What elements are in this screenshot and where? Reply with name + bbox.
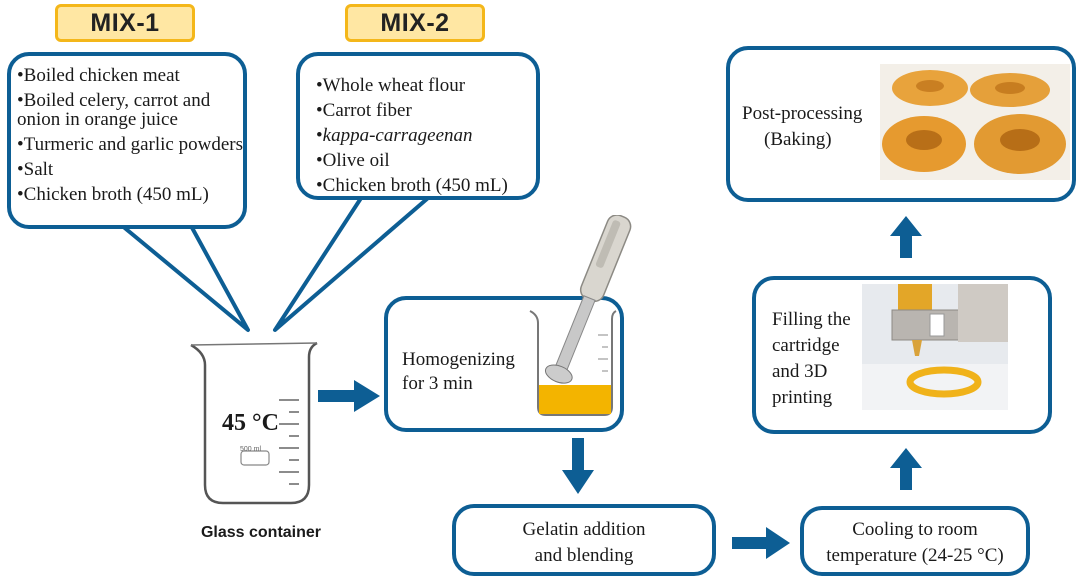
beaker-volume-mark: 500 ml — [240, 446, 262, 453]
arrow-up-icon — [890, 448, 922, 490]
cooling-step-box: Cooling to room temperature (24-25 °C) — [800, 506, 1030, 576]
mix1-item: Salt — [17, 160, 243, 179]
arrow-up-icon — [890, 216, 922, 258]
arrow-right-icon — [732, 527, 790, 559]
printing-text-line1: Filling the — [772, 309, 851, 330]
3d-printer-photo — [862, 284, 1008, 410]
glass-container-caption: Glass container — [200, 524, 322, 541]
printing-text-line4: printing — [772, 387, 833, 408]
cooling-text-line2: temperature (24-25 °C) — [826, 545, 1004, 566]
mix1-item: Chicken broth (450 mL) — [17, 185, 243, 204]
mix1-item: Boiled chicken meat — [17, 66, 243, 85]
mix1-item: Boiled celery, carrot and onion in orang… — [17, 91, 243, 129]
arrow-right-icon — [318, 380, 380, 412]
mix2-item: kappa-carrageenan — [316, 126, 536, 145]
gelatin-text-line1: Gelatin addition — [522, 519, 646, 540]
gelatin-step-box: Gelatin addition and blending — [452, 504, 716, 576]
post-processing-text-line1: Post-processing — [742, 103, 863, 124]
cooling-text-line1: Cooling to room — [852, 519, 978, 540]
mix2-item: Chicken broth (450 mL) — [316, 176, 536, 195]
glass-beaker-illustration — [190, 341, 318, 505]
mix2-ingredients-box: Whole wheat flour Carrot fiber kappa-car… — [296, 52, 540, 200]
post-processing-text-line2: (Baking) — [764, 129, 832, 150]
homogenizing-text-line1: Homogenizing — [402, 349, 515, 370]
printing-text-line2: cartridge — [772, 335, 840, 356]
mix2-item: Carrot fiber — [316, 101, 536, 120]
homogenizing-text-line2: for 3 min — [402, 373, 473, 394]
beaker-temperature: 45 °C — [222, 410, 279, 436]
baked-donuts-photo — [880, 64, 1070, 180]
mix2-item: Olive oil — [316, 151, 536, 170]
blender-beaker-illustration — [529, 215, 632, 416]
mix2-label: MIX-2 — [345, 4, 485, 42]
printing-text-line3: and 3D — [772, 361, 828, 382]
gelatin-text-line2: and blending — [534, 545, 634, 566]
arrow-down-icon — [562, 438, 594, 494]
mix1-label: MIX-1 — [55, 4, 195, 42]
mix1-item: Turmeric and garlic powders — [17, 135, 243, 154]
mix2-item: Whole wheat flour — [316, 76, 536, 95]
mix1-ingredients-box: Boiled chicken meat Boiled celery, carro… — [7, 52, 247, 229]
